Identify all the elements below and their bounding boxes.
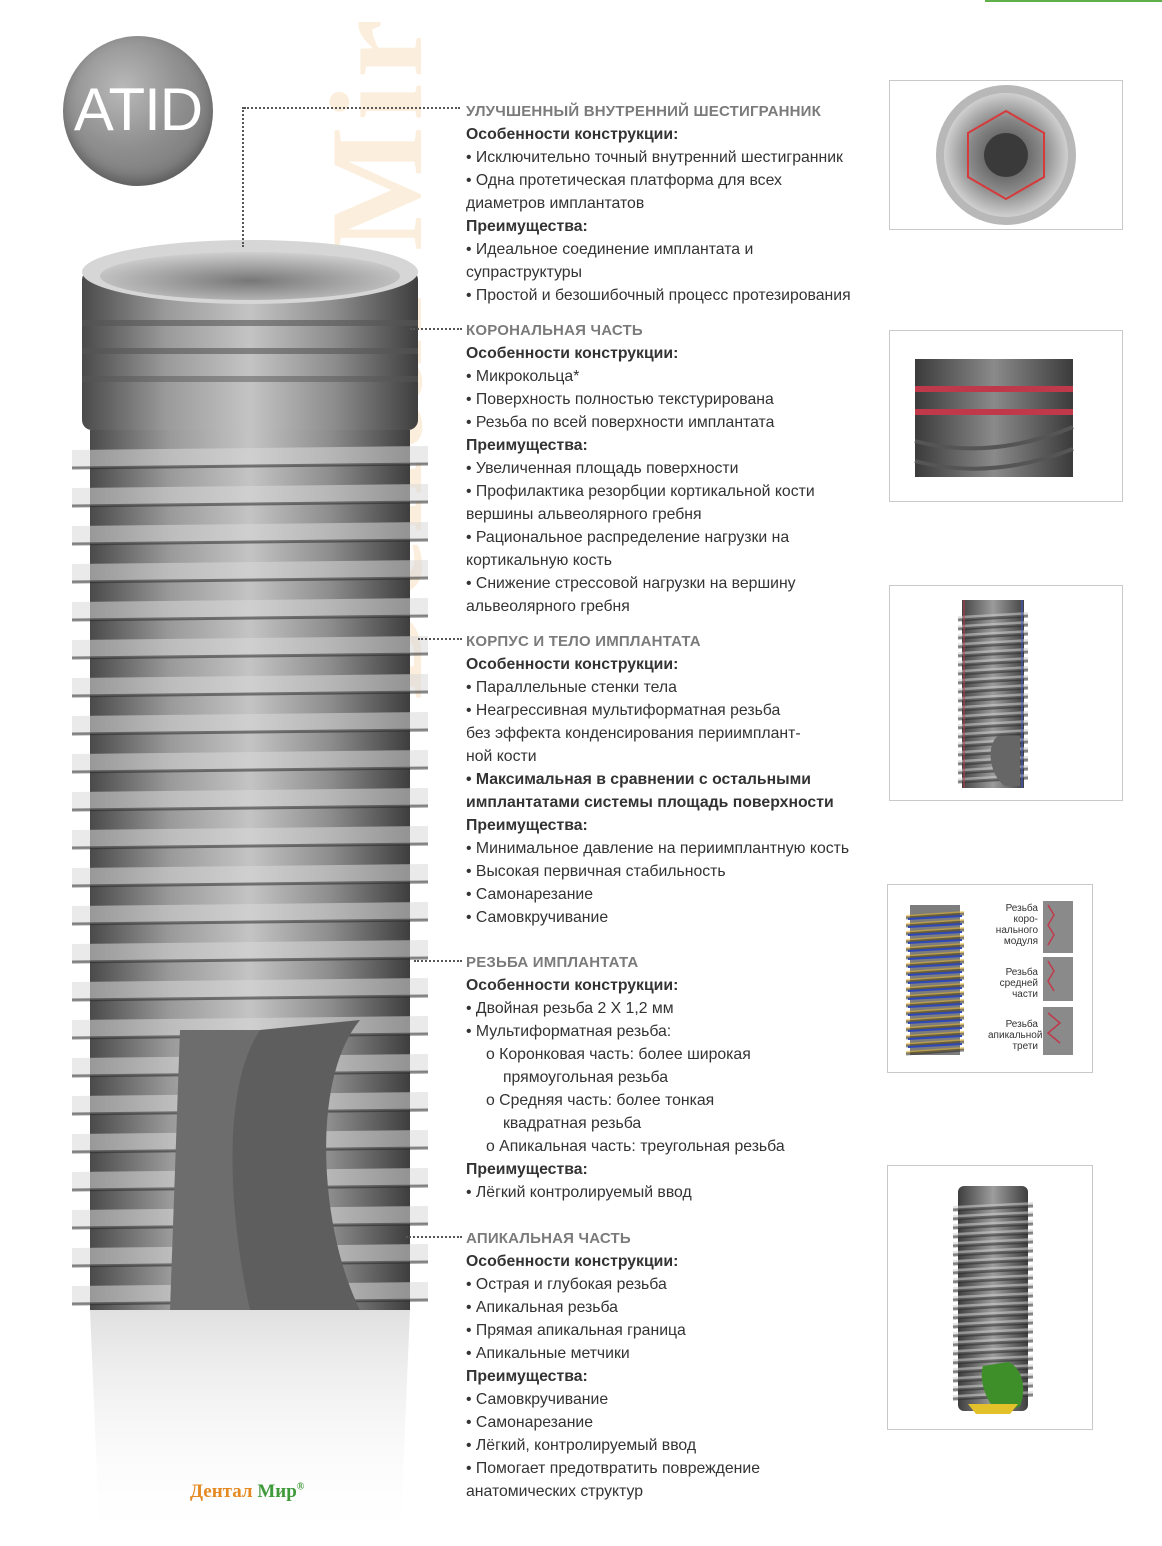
section-line: • Идеальное соединение имплантата и [466, 241, 754, 258]
section-line: • Самовкручивание [466, 909, 609, 926]
section-subheading: Особенности конструкции: [466, 126, 679, 143]
thread-zones-image [905, 901, 1073, 1056]
section-line: альвеолярного гребня [466, 598, 630, 615]
section-line: • Лёгкий, контролируемый ввод [466, 1437, 697, 1454]
section-line: • Исключительно точный внутренний шестиг… [466, 149, 843, 166]
thumb-coronal-part [889, 330, 1123, 502]
section-line: кортикальную кость [466, 552, 612, 569]
section-subheading: Особенности конструкции: [466, 977, 679, 994]
section-line: • Самовкручивание [466, 1391, 609, 1408]
zone-label-apical: Резьба апикальной трети [988, 1019, 1043, 1052]
section-subheading: Преимущества: [466, 817, 588, 834]
leader-hex [244, 107, 460, 109]
section-subheading: Преимущества: [466, 437, 588, 454]
section-line: • Лёгкий контролируемый ввод [466, 1184, 692, 1201]
brand-mark: ® [296, 1481, 305, 1493]
section-line: • Микрокольца* [466, 368, 580, 385]
coronal-image [914, 359, 1074, 477]
section-thread: РЕЗЬБА ИМПЛАНТАТА Особенности конструкции… [466, 951, 785, 1204]
leader-thread [414, 960, 462, 962]
section-line: квадратная резьба [503, 1115, 642, 1132]
section-line: • Рациональное распределение нагрузки на [466, 529, 790, 546]
thumb-thread-zones: Резьба коро- нального модуля Резьба сред… [887, 884, 1093, 1073]
thumb-apical-part [887, 1165, 1093, 1430]
section-subheading: Преимущества: [466, 218, 588, 235]
leader-apical [406, 1236, 462, 1238]
thumb-implant-body [889, 585, 1123, 801]
section-line: • Резьба по всей поверхности имплантата [466, 414, 775, 431]
section-line: диаметров имплантатов [466, 195, 645, 212]
thumb-hex-connection [889, 80, 1123, 230]
section-coronal: КОРОНАЛЬНАЯ ЧАСТЬ Особенности конструкции… [466, 319, 815, 618]
section-subheading: Особенности конструкции: [466, 656, 679, 673]
section-line: • Апикальная резьба [466, 1299, 618, 1316]
section-subheading: Преимущества: [466, 1368, 588, 1385]
leader-hex-vertical [242, 107, 244, 247]
section-line: o Апикальная часть: треугольная резьба [486, 1138, 785, 1155]
section-line: • Самонарезание [466, 886, 594, 903]
section-line: прямоугольная резьба [503, 1069, 669, 1086]
section-line: • Помогает предотвратить повреждение [466, 1460, 761, 1477]
section-title: УЛУЧШЕННЫЙ ВНУТРЕННИЙ ШЕСТИГРАННИК [466, 103, 822, 120]
zone-label-middle: Резьба средней части [999, 967, 1038, 1000]
section-line: • Самонарезание [466, 1414, 594, 1431]
apical-image [952, 1186, 1034, 1414]
brand-logo: Дентал Мир® [190, 1481, 304, 1503]
section-line: • Прямая апикальная граница [466, 1322, 686, 1339]
section-line: имплантатами системы площадь поверхности [466, 794, 834, 811]
section-apical: АПИКАЛЬНАЯ ЧАСТЬ Особенности конструкции:… [466, 1227, 760, 1503]
zone-label-coronal: Резьба коро- нального модуля [995, 903, 1038, 947]
section-subheading: Особенности конструкции: [466, 1253, 679, 1270]
atid-badge: ATID [63, 36, 213, 186]
section-line: o Коронковая часть: более широкая [486, 1046, 751, 1063]
badge-text: ATID [73, 76, 203, 143]
section-line: • Увеличенная площадь поверхности [466, 460, 739, 477]
section-line: супраструктуры [466, 264, 582, 281]
section-line: • Мультиформатная резьба: [466, 1023, 672, 1040]
brand-part1: Дентал [190, 1481, 253, 1502]
section-line: без эффекта конденсирования периимплант- [466, 725, 801, 742]
leader-body [418, 638, 462, 640]
section-hex: УЛУЧШЕННЫЙ ВНУТРЕННИЙ ШЕСТИГРАННИК Особен… [466, 100, 851, 307]
section-line: • Неагрессивная мультиформатная резьба [466, 702, 781, 719]
section-title: КОРОНАЛЬНАЯ ЧАСТЬ [466, 322, 643, 339]
section-line: • Профилактика резорбции кортикальной ко… [466, 483, 815, 500]
section-title: АПИКАЛЬНАЯ ЧАСТЬ [466, 1230, 631, 1247]
section-subheading: Особенности конструкции: [466, 345, 679, 362]
section-subheading: Преимущества: [466, 1161, 588, 1178]
section-line: • Апикальные метчики [466, 1345, 630, 1362]
section-line: • Двойная резьба 2 Х 1,2 мм [466, 1000, 674, 1017]
leader-coronal [410, 328, 462, 330]
section-line: • Простой и безошибочный процесс протези… [466, 287, 851, 304]
section-line: • Одна протетическая платформа для всех [466, 172, 782, 189]
section-line: вершины альвеолярного гребня [466, 506, 702, 523]
section-line: • Максимальная в сравнении с остальными [466, 771, 812, 788]
section-line: • Минимальное давление на периимплантную… [466, 840, 850, 857]
section-line: • Острая и глубокая резьба [466, 1276, 667, 1293]
section-line: • Параллельные стенки тела [466, 679, 677, 696]
implant-illustration [71, 240, 429, 1546]
hex-top-view-image [936, 85, 1076, 225]
top-accent-line [985, 0, 1162, 2]
body-profile-image [957, 600, 1029, 788]
brand-part2: Мир [257, 1481, 297, 1502]
section-title: РЕЗЬБА ИМПЛАНТАТА [466, 954, 639, 971]
section-line: • Снижение стрессовой нагрузки на вершин… [466, 575, 796, 592]
section-line: ной кости [466, 748, 537, 765]
section-line: o Средняя часть: более тонкая [486, 1092, 715, 1109]
section-title: КОРПУС И ТЕЛО ИМПЛАНТАТА [466, 633, 701, 650]
section-line: анатомических структур [466, 1483, 644, 1500]
section-line: • Высокая первичная стабильность [466, 863, 726, 880]
section-body: КОРПУС И ТЕЛО ИМПЛАНТАТА Особенности конс… [466, 630, 849, 929]
section-line: • Поверхность полностью текстурирована [466, 391, 774, 408]
